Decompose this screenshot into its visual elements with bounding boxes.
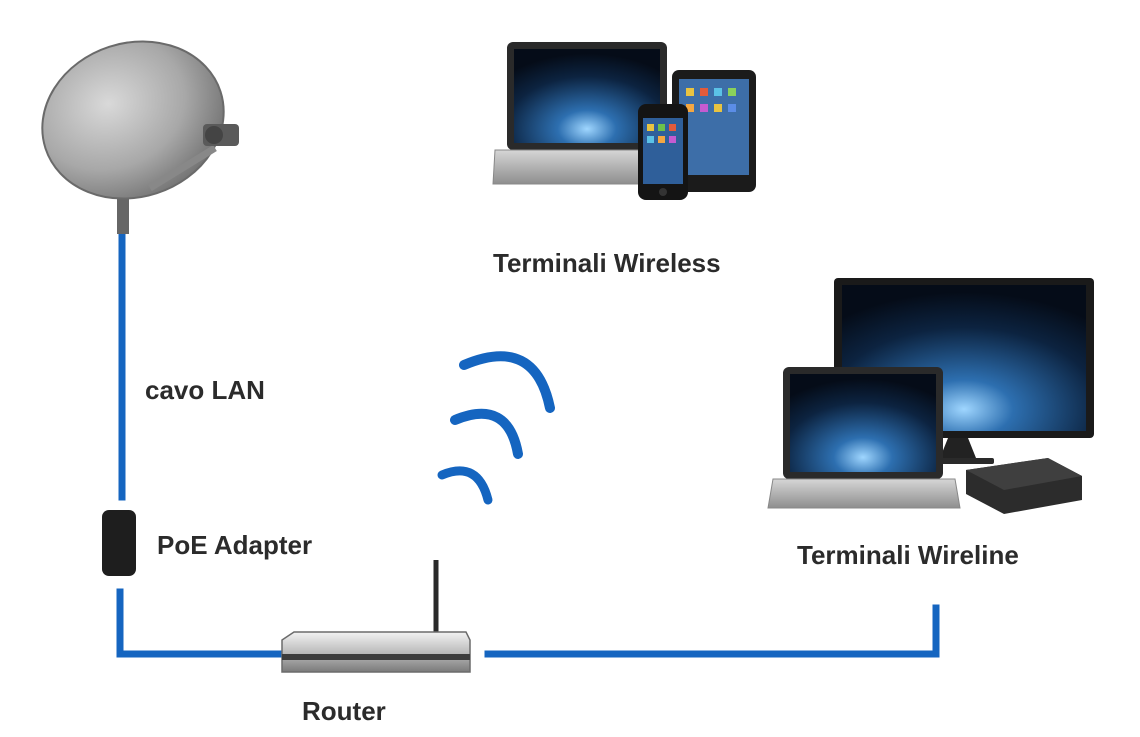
wireless-devices — [492, 42, 756, 200]
smartphone-icon — [638, 104, 688, 200]
router-icon — [281, 560, 471, 673]
wifi-signal-icon — [437, 351, 555, 505]
terminali-wireline-label: Terminali Wireline — [797, 540, 1019, 570]
cavo-lan-label: cavo LAN — [145, 375, 265, 405]
router-label: Router — [302, 696, 386, 726]
wireline-cable — [484, 604, 940, 658]
poe-adapter-icon — [102, 510, 136, 576]
wireline-devices — [767, 278, 1094, 514]
set-top-box-icon — [966, 458, 1082, 514]
tablet-icon — [672, 70, 756, 192]
poe-adapter-label: PoE Adapter — [157, 530, 313, 560]
laptop-icon-wireline — [767, 367, 961, 509]
cable-lines — [116, 226, 940, 658]
satellite-dish-icon — [41, 40, 239, 234]
lan-cable-bottom — [116, 588, 286, 658]
terminali-wireless-label: Terminali Wireless — [493, 248, 721, 278]
